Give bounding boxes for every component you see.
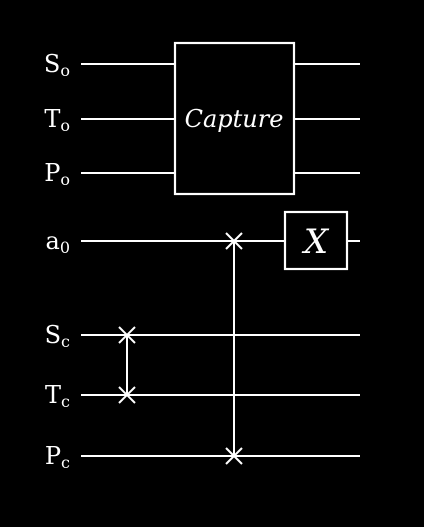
swap-cross-icon [225, 232, 243, 250]
qubit-label-so: So [44, 50, 70, 80]
capture-gate-label: Capture [185, 105, 284, 133]
swap-gate-sc-tc [118, 326, 136, 404]
capture-gate: Capture [173, 41, 296, 196]
qubit-label-pc: Pc [45, 442, 70, 472]
x-gate-label: X [301, 222, 330, 262]
swap-cross-icon [118, 326, 136, 344]
qubit-label-tc: Tc [45, 381, 70, 411]
qubit-label-a0: a0 [46, 227, 71, 257]
qubit-label-to: To [44, 105, 70, 135]
capture-gate-box [173, 41, 296, 196]
x-gate: X [283, 210, 349, 271]
qubit-label-po: Po [44, 159, 70, 189]
swap-gate-a0-pc [225, 232, 243, 465]
qubit-label-sc: Sc [45, 321, 70, 351]
swap-cross-icon [118, 386, 136, 404]
x-gate-box [283, 210, 349, 271]
swap-cross-icon [225, 447, 243, 465]
